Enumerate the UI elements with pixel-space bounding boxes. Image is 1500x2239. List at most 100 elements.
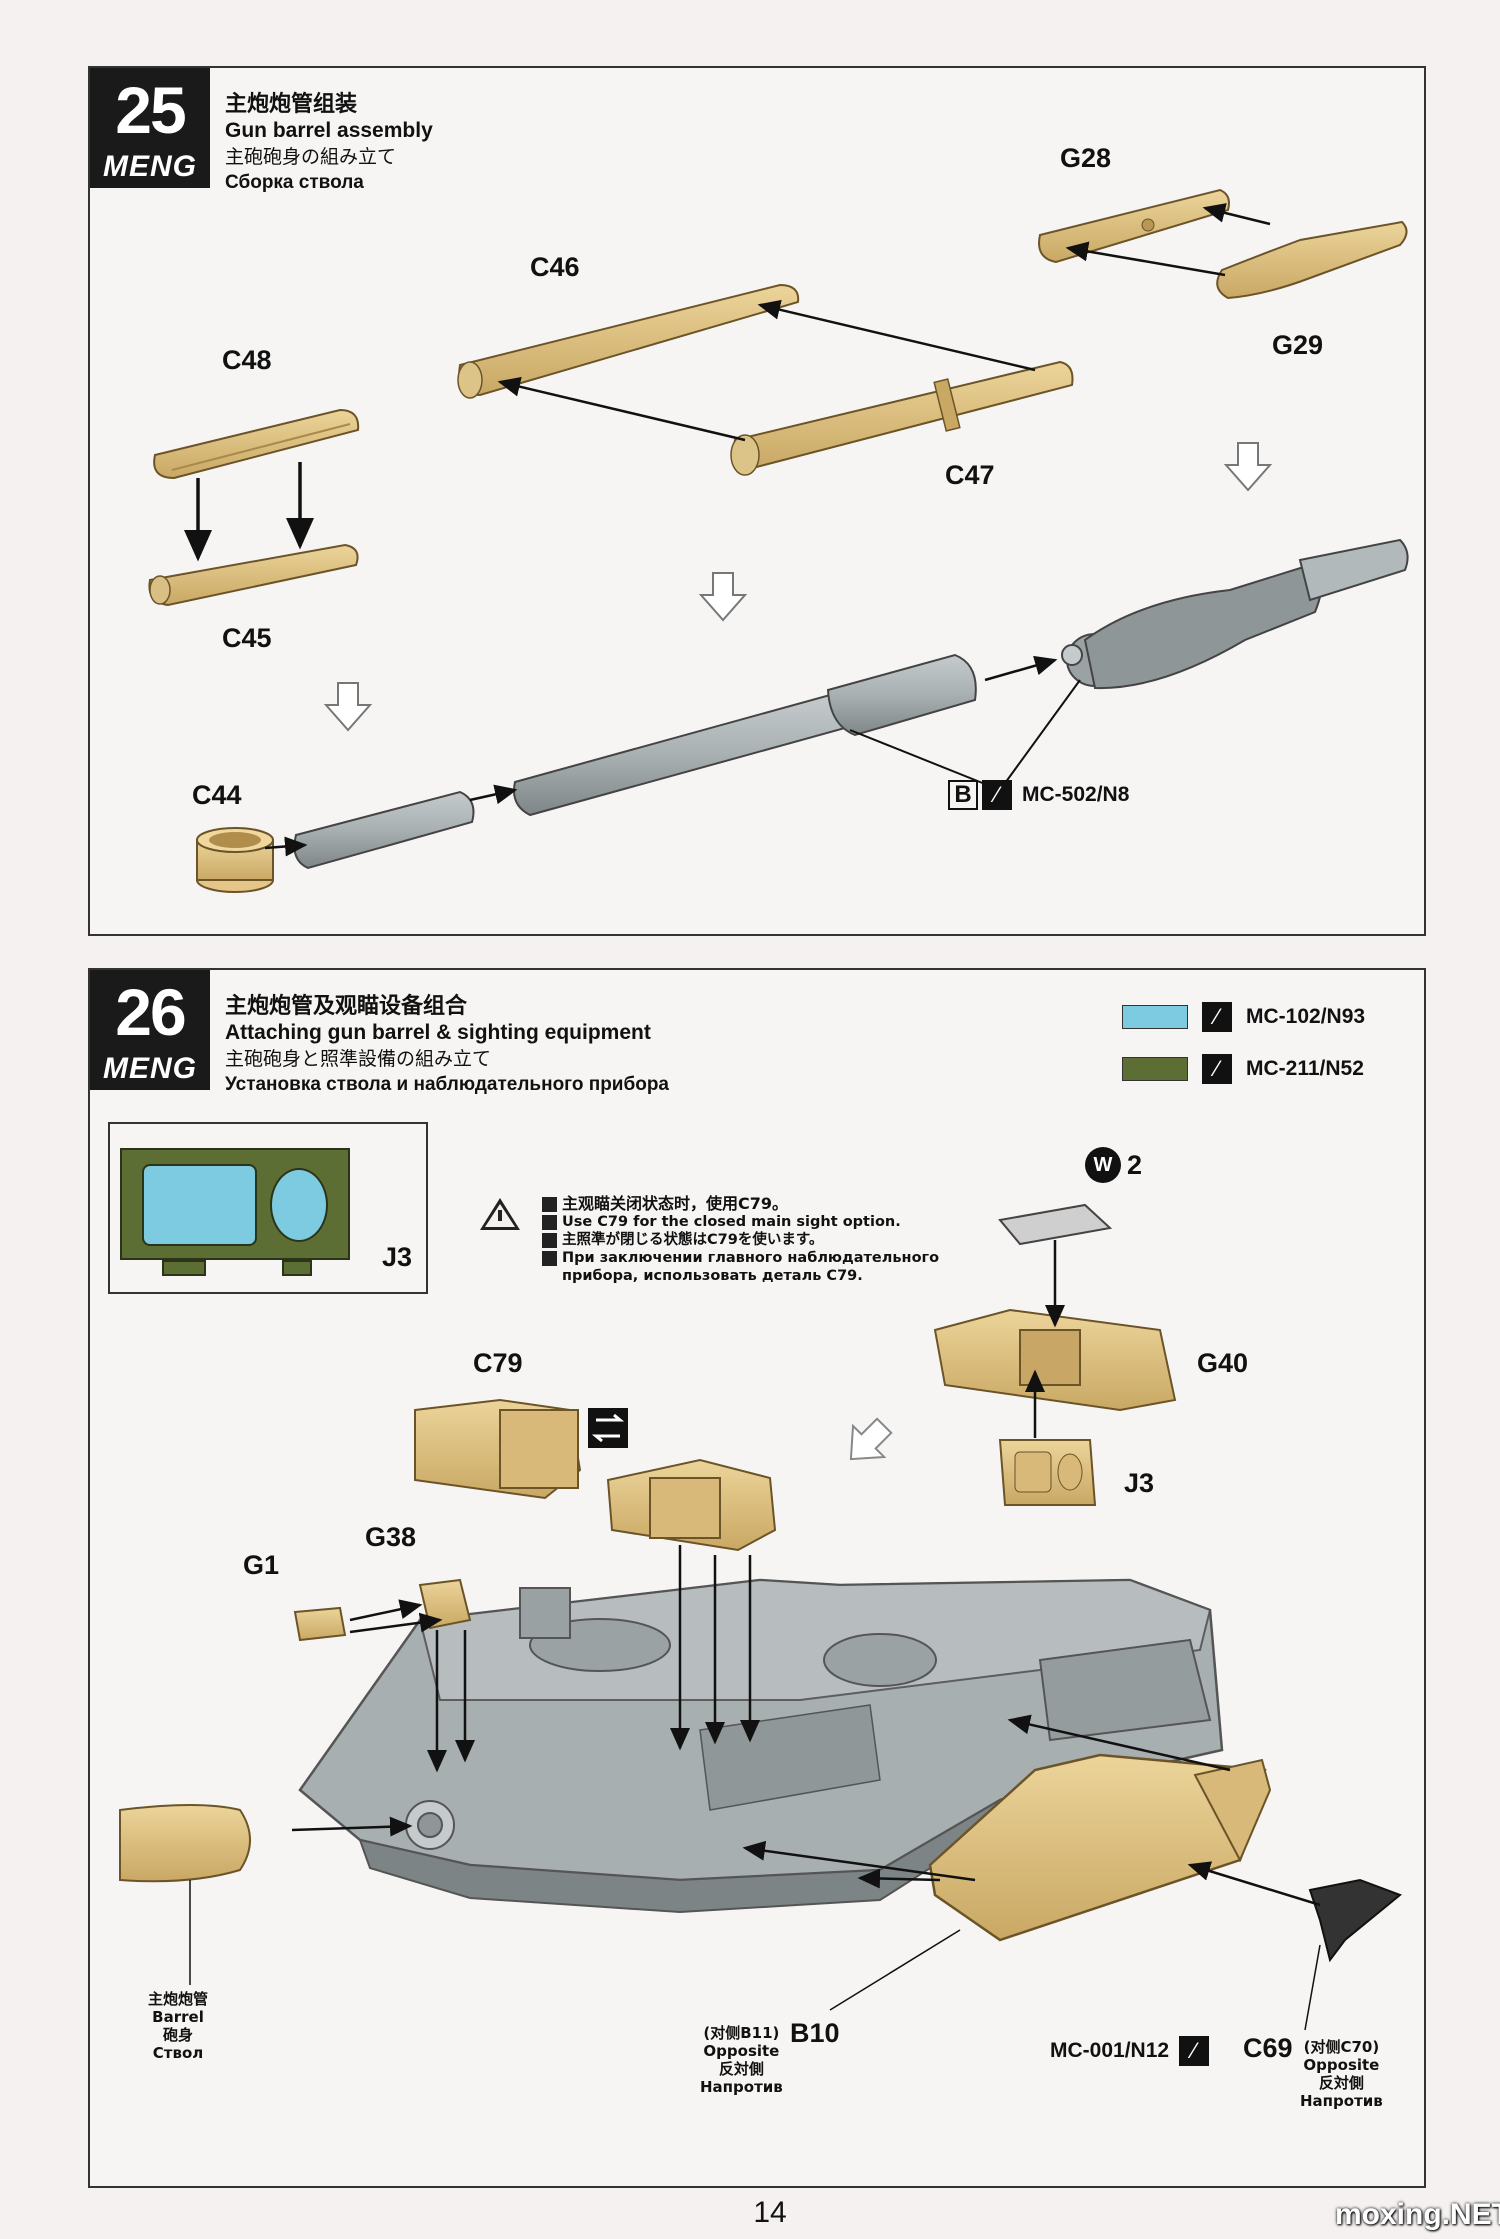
note-zh: 主观瞄关闭状态时，使用C79。 bbox=[562, 1194, 789, 1213]
title-ru: Установка ствола и наблюдательного прибо… bbox=[225, 1074, 669, 1095]
part-c46 bbox=[457, 283, 800, 399]
part-label-g40: G40 bbox=[1197, 1348, 1249, 1378]
flag-icon bbox=[542, 1251, 557, 1266]
part-c48 bbox=[153, 408, 360, 480]
paint-swatch-green bbox=[1122, 1057, 1188, 1081]
step-number: 26 bbox=[115, 975, 186, 1049]
paint-callout: B ⁄ MC-502/N8 bbox=[948, 778, 1129, 812]
part-label-j3: J3 bbox=[1124, 1468, 1155, 1498]
part-label-g28: G28 bbox=[1060, 143, 1112, 173]
part-label-g1: G1 bbox=[243, 1550, 280, 1580]
paint-letter-badge: B bbox=[948, 780, 978, 810]
barrel-callout: 主炮炮管 Barrel 砲身 Ствол bbox=[148, 1990, 208, 2062]
c69-label-ja: 反対側 bbox=[1318, 2074, 1364, 2092]
note-en: Use C79 for the closed main sight option… bbox=[562, 1214, 901, 1230]
brush-icon: ⁄ bbox=[1202, 1054, 1232, 1084]
b10-label-zh: (对侧B11) bbox=[703, 2024, 780, 2042]
paint-legend: ⁄ MC-102/N93 ⁄ MC-211/N52 bbox=[1122, 1000, 1365, 1086]
j3-part-drawing bbox=[120, 1148, 350, 1276]
b10-label-ja: 反対側 bbox=[718, 2060, 764, 2078]
j3-tab bbox=[162, 1260, 206, 1276]
flag-icon bbox=[542, 1233, 557, 1248]
part-label-c79: C79 bbox=[473, 1348, 523, 1378]
title-en: Gun barrel assembly bbox=[225, 119, 433, 142]
paint-code: MC-502/N8 bbox=[1022, 783, 1130, 806]
part-c47 bbox=[730, 360, 1074, 476]
option-note: 主观瞄关闭状态时，使用C79。 Use C79 for the closed m… bbox=[542, 1195, 939, 1285]
step-number: 25 bbox=[115, 73, 186, 147]
decal-number: 2 bbox=[1127, 1149, 1143, 1180]
b10-opposite-callout: (对侧B11) Opposite 反対側 Напротив bbox=[700, 2024, 783, 2096]
brush-icon: ⁄ bbox=[982, 780, 1012, 810]
note-ja: 主照準が閉じる状態はC79を使います。 bbox=[562, 1232, 824, 1248]
brand-logo: MENG bbox=[103, 1052, 197, 1085]
title-en: Attaching gun barrel & sighting equipmen… bbox=[225, 1021, 651, 1044]
decal-w2 bbox=[998, 1203, 1113, 1246]
part-label-c69: C69 bbox=[1243, 2033, 1293, 2063]
part-g1 bbox=[293, 1606, 347, 1642]
c69-paint-callout: MC-001/N12 ⁄ bbox=[1050, 2036, 1210, 2066]
barrel-label-ja: 砲身 bbox=[163, 2026, 194, 2044]
part-label-b10: B10 bbox=[790, 2018, 840, 2048]
part-b10 bbox=[928, 1753, 1272, 1942]
flag-icon bbox=[542, 1215, 557, 1230]
part-label-c47: C47 bbox=[945, 460, 995, 490]
b10-label-ru: Напротив bbox=[700, 2078, 783, 2096]
inset-label: J3 bbox=[382, 1242, 413, 1272]
title-ja: 主砲砲身の組み立て bbox=[225, 146, 397, 168]
paint-code: MC-211/N52 bbox=[1246, 1057, 1364, 1080]
paint-swatch-blue bbox=[1122, 1005, 1188, 1029]
title-ru: Сборка ствола bbox=[225, 172, 364, 193]
paint-code: MC-001/N12 bbox=[1050, 2039, 1170, 2062]
down-arrow-icon bbox=[849, 1417, 893, 1461]
warning-icon bbox=[480, 1198, 520, 1230]
part-label-c46: C46 bbox=[530, 252, 580, 282]
part-c79 bbox=[414, 1398, 582, 1500]
title-zh: 主炮炮管组装 bbox=[225, 92, 358, 117]
b10-label-en: Opposite bbox=[703, 2042, 780, 2060]
down-arrow-icon bbox=[698, 572, 748, 622]
paint-legend-row: ⁄ MC-211/N52 bbox=[1122, 1052, 1365, 1086]
barrel-label-zh: 主炮炮管 bbox=[148, 1990, 209, 2008]
part-c69 bbox=[1308, 1878, 1402, 1963]
decal-icon: W bbox=[1085, 1147, 1121, 1183]
paint-code: MC-102/N93 bbox=[1246, 1005, 1366, 1028]
step-badge: 26 MENG bbox=[90, 970, 210, 1090]
step-title: 主炮炮管及观瞄设备组合 Attaching gun barrel & sight… bbox=[225, 994, 669, 1098]
c69-label-en: Opposite bbox=[1303, 2056, 1380, 2074]
c69-label-ru: Напротив bbox=[1300, 2092, 1383, 2110]
turret-hull bbox=[298, 1578, 1224, 1914]
title-ja: 主砲砲身と照準設備の組み立て bbox=[225, 1048, 492, 1070]
part-label-g38: G38 bbox=[365, 1522, 417, 1552]
part-label-c44: C44 bbox=[192, 780, 242, 810]
flag-icon bbox=[542, 1197, 557, 1212]
part-label-c48: C48 bbox=[222, 345, 272, 375]
title-zh: 主炮炮管及观瞄设备组合 bbox=[225, 994, 468, 1019]
part-j3 bbox=[998, 1439, 1097, 1506]
j3-window-small bbox=[270, 1168, 328, 1242]
part-label-c45: C45 bbox=[222, 623, 272, 653]
part-g29 bbox=[1216, 220, 1408, 300]
part-label-g29: G29 bbox=[1272, 330, 1324, 360]
swap-icon bbox=[588, 1408, 628, 1448]
watermark: moxing.NET bbox=[1335, 2198, 1500, 2231]
brand-logo: MENG bbox=[103, 150, 197, 183]
barrel-label-en: Barrel bbox=[152, 2008, 204, 2026]
step-badge: 25 MENG bbox=[90, 68, 210, 188]
c69-opposite-callout: (对侧C70) Opposite 反対側 Напротив bbox=[1300, 2038, 1383, 2110]
paint-legend-row: ⁄ MC-102/N93 bbox=[1122, 1000, 1365, 1034]
brush-icon: ⁄ bbox=[1202, 1002, 1232, 1032]
note-ru2: прибора, использовать деталь C79. bbox=[562, 1268, 863, 1284]
decal-callout: W 2 bbox=[1085, 1147, 1142, 1183]
barrel-label-ru: Ствол bbox=[152, 2044, 204, 2062]
down-arrow-icon bbox=[1223, 442, 1273, 492]
c69-label-zh: (对侧C70) bbox=[1303, 2038, 1380, 2056]
step-title: 主炮炮管组装 Gun barrel assembly 主砲砲身の組み立て Сбо… bbox=[225, 92, 433, 196]
j3-window-large bbox=[142, 1164, 257, 1246]
barrel-part bbox=[119, 1804, 251, 1883]
j3-paint-inset: J3 bbox=[108, 1122, 428, 1294]
part-c45 bbox=[148, 543, 359, 607]
down-arrow-icon bbox=[323, 682, 373, 732]
open-sight-part bbox=[606, 1458, 777, 1552]
